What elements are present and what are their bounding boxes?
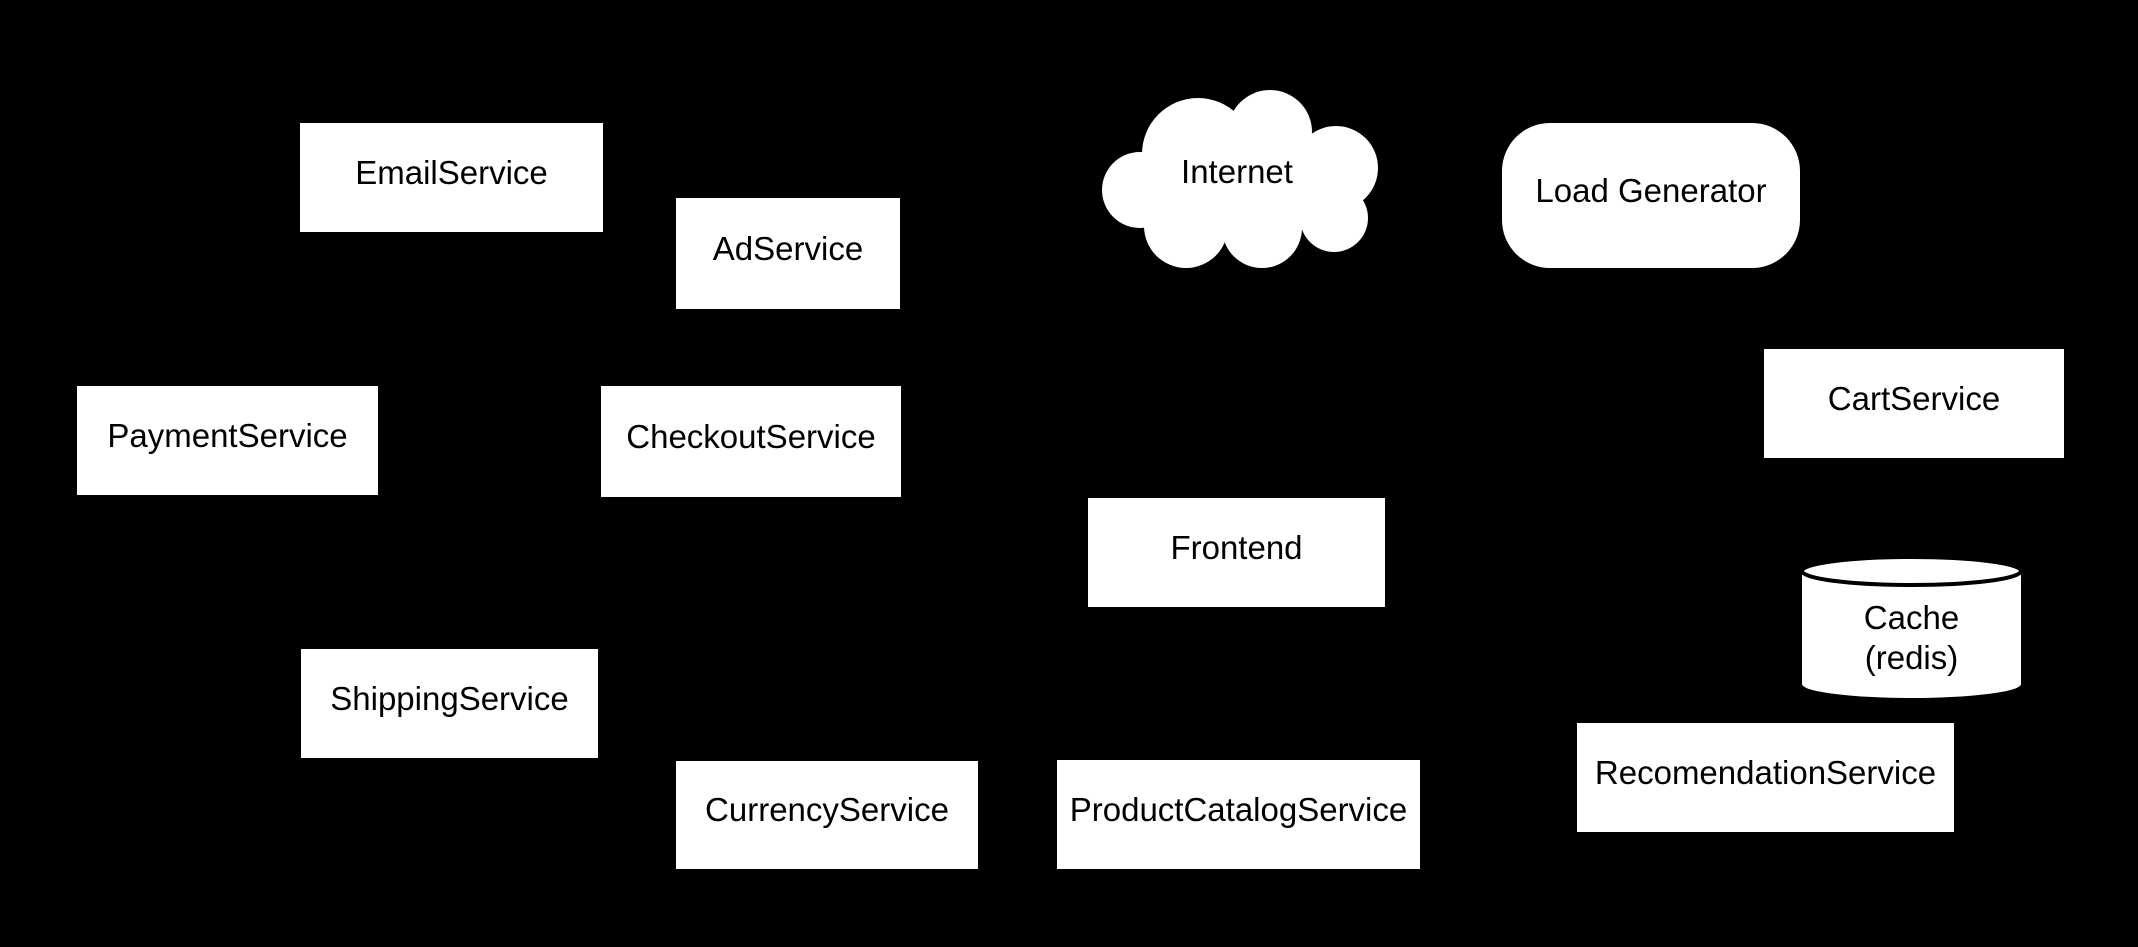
node-label: EmailService: [355, 153, 548, 191]
node-label: Cache (redis): [1863, 598, 1960, 676]
node-label: AdService: [712, 229, 864, 267]
node-label: RecomendationService: [1594, 753, 1937, 791]
node-frontend[interactable]: Frontend: [1088, 498, 1385, 607]
node-load-generator[interactable]: Load Generator: [1502, 123, 1800, 268]
node-label: PaymentService: [107, 416, 348, 454]
node-emailservice[interactable]: EmailService: [300, 123, 603, 232]
node-currencyservice[interactable]: CurrencyService: [676, 761, 978, 869]
node-cartservice[interactable]: CartService: [1764, 349, 2064, 458]
node-label: CheckoutService: [626, 417, 876, 455]
node-paymentservice[interactable]: PaymentService: [77, 386, 378, 495]
cloud-icon: [1102, 90, 1378, 268]
node-label: Internet: [1181, 153, 1293, 191]
node-productcatalogservice[interactable]: ProductCatalogService: [1057, 760, 1420, 869]
node-label: CartService: [1827, 379, 2001, 417]
node-shippingservice[interactable]: ShippingService: [301, 649, 598, 758]
node-recomendationservice[interactable]: RecomendationService: [1577, 723, 1954, 832]
node-label: ProductCatalogService: [1069, 790, 1408, 828]
node-label: Frontend: [1170, 528, 1303, 566]
node-internet[interactable]: Internet: [1090, 88, 1384, 270]
node-label: CurrencyService: [705, 791, 949, 829]
node-label: ShippingService: [330, 679, 569, 717]
node-cache-redis[interactable]: Cache (redis): [1800, 555, 2023, 700]
database-cylinder-icon: [1800, 555, 2023, 698]
node-adservice[interactable]: AdService: [676, 198, 900, 309]
node-checkoutservice[interactable]: CheckoutService: [601, 386, 901, 497]
node-label: Load Generator: [1535, 171, 1767, 209]
